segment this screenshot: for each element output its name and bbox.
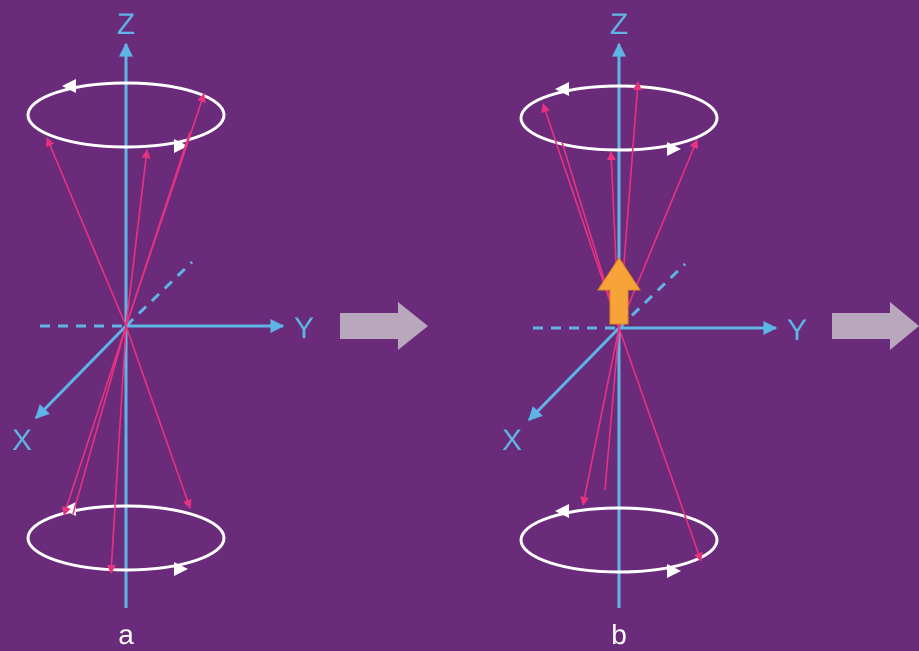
lower-precession-orbit [26,504,226,572]
panel-label-a: a [118,619,134,650]
x-axis [34,324,128,420]
z-axis-label: Z [610,8,628,41]
y-axis-label: Y [787,314,807,347]
z-axis-label: Z [117,8,135,41]
panel-label-b: b [611,619,627,650]
panel-a: Z Y X [12,8,314,650]
x-axis-negative-dashed [617,262,687,330]
x-axis-negative-dashed [124,260,194,328]
spin-vector-up [45,137,127,327]
orbit-direction-arrowhead [667,564,681,578]
spin-vector-up [618,139,699,329]
transition-arrow [340,302,428,350]
spin-vector-down [106,325,127,574]
orbit-direction-arrowhead [555,504,569,518]
spin-vector-down [604,327,620,491]
net-magnetization-arrow [597,257,641,325]
spin-vector-down [62,325,127,516]
orbit-direction-arrowhead [62,79,76,93]
spin-vector-down [125,325,192,509]
x-axis-label: X [502,424,522,457]
spin-vector-up [125,149,151,327]
spin-vector-down [618,327,703,562]
orbit-direction-arrowhead [667,142,681,156]
x-axis-label: X [12,424,32,457]
spin-vector-up [125,131,191,327]
upper-precession-orbit [519,84,719,152]
orbit-direction-arrowhead [174,562,188,576]
y-axis-label: Y [294,312,314,345]
x-axis [527,326,621,422]
transition-arrow [832,302,919,350]
lower-precession-orbit [519,506,719,574]
spin-vector-down [72,325,127,515]
upper-precession-orbit [26,81,226,149]
orbit-direction-arrowhead [555,82,569,96]
orbit-direction-arrowhead [174,139,188,153]
spin-vector-down [580,327,620,506]
spin-vector-up [541,103,620,329]
panel-b: Z Y X [502,8,807,650]
